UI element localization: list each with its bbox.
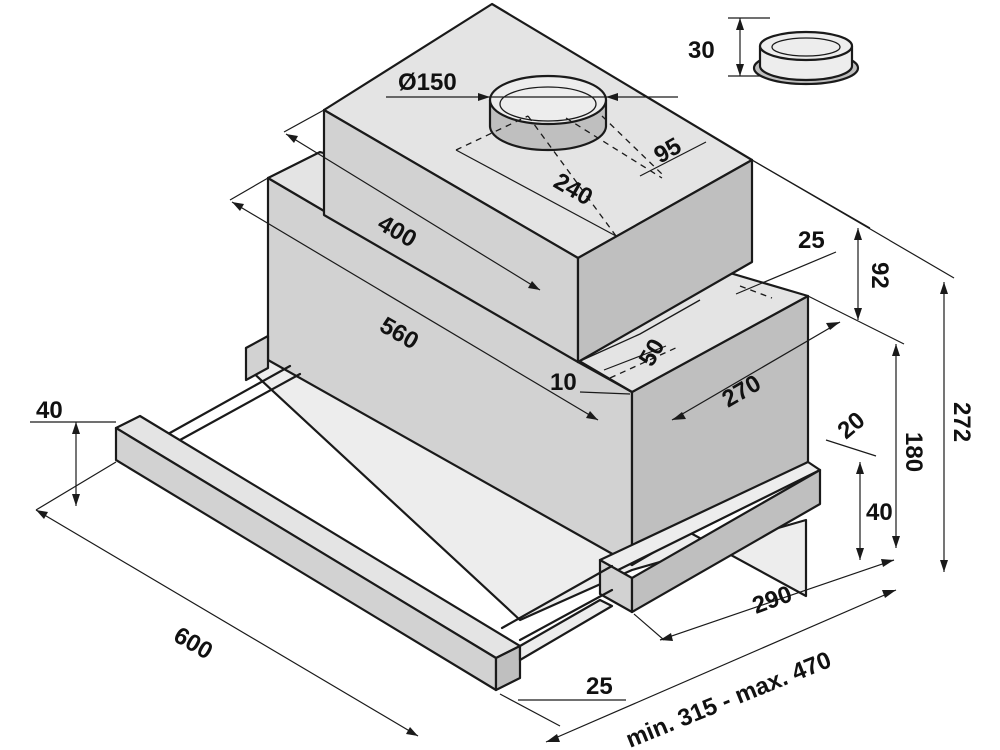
arrowhead: [736, 64, 744, 76]
dimension-lines: [30, 17, 955, 743]
recess-50-line: [603, 345, 667, 371]
hidden-line: [527, 115, 617, 237]
label-rear-rail-height: 40: [866, 499, 893, 526]
rear-rail-side: [630, 468, 822, 614]
body-height-ext: [807, 295, 905, 345]
arrowhead: [940, 560, 948, 572]
rail-edge-left: [166, 364, 292, 436]
label-total-width: 600: [169, 622, 217, 665]
arrowhead: [856, 548, 864, 560]
arrowhead: [672, 412, 686, 420]
depth-290-line: [659, 559, 895, 641]
arrowhead: [826, 322, 840, 330]
total-width-600-line: [35, 509, 419, 737]
arrowhead: [72, 422, 80, 434]
arrowhead: [606, 93, 618, 101]
step-10-line: [579, 391, 631, 395]
step-line: [577, 299, 701, 363]
extension-range-line: [545, 589, 897, 743]
front-panel-end: [494, 644, 522, 692]
front-gap-ext: [499, 693, 561, 727]
arrowhead: [854, 308, 862, 320]
arrowhead: [892, 536, 900, 548]
arrowhead: [232, 202, 244, 211]
recess-270-line: [671, 321, 841, 421]
label-step-offset: 10: [550, 369, 577, 396]
total-width-ext: [35, 461, 117, 511]
arrowhead: [881, 559, 894, 567]
recess-edge: [576, 360, 634, 394]
width-560-line: [231, 201, 599, 421]
arrowhead: [72, 494, 80, 506]
hidden-line: [455, 115, 529, 151]
width-400-ext: [283, 109, 325, 133]
arrowhead: [406, 727, 418, 736]
hidden-line: [601, 115, 665, 177]
rear-step-20-line: [825, 439, 877, 457]
slide-rail-edge-2: [518, 588, 614, 642]
label-front-gap: 25: [586, 673, 613, 700]
label-total-height: 272: [948, 402, 975, 442]
hidden-lines: [455, 115, 773, 379]
arrowhead: [856, 462, 864, 474]
arrowhead: [882, 590, 896, 598]
arrowhead: [854, 228, 862, 240]
arrowhead: [286, 134, 298, 143]
arrowheads: [36, 18, 948, 742]
label-body-height: 180: [900, 432, 927, 472]
label-front-panel-height: 40: [36, 397, 63, 424]
left-rail: [244, 334, 270, 382]
label-rear-gap: 25: [798, 227, 825, 254]
duct-collar: [488, 74, 608, 152]
hidden-line: [565, 117, 663, 179]
spare-collar-inner: [771, 37, 841, 57]
hidden-line: [739, 285, 773, 299]
center-240-line: [455, 149, 617, 237]
slide-rail-edge: [500, 564, 614, 630]
duct-inner: [499, 86, 597, 122]
arrowhead: [546, 734, 560, 742]
arrowhead: [660, 633, 673, 641]
arrowhead: [478, 93, 490, 101]
width-560-ext: [229, 177, 269, 201]
arrowhead: [940, 282, 948, 294]
motor-box-side: [576, 158, 754, 364]
arrowhead: [36, 510, 48, 519]
spare-collar: [752, 30, 860, 86]
rail-edge-left-2: [178, 372, 302, 442]
duct-rim: [488, 74, 608, 126]
hood-body: [114, 2, 822, 692]
arrowhead: [528, 281, 540, 290]
hidden-line: [609, 345, 681, 379]
label-duct-diameter: Ø150: [398, 69, 457, 96]
arrowhead: [586, 411, 598, 420]
label-box-height: 92: [866, 262, 893, 289]
slide-rail: [518, 598, 614, 662]
width-400-line: [285, 133, 541, 291]
depth-290-ext: [633, 613, 665, 641]
arrowhead: [892, 344, 900, 356]
offset-95-line: [639, 141, 707, 177]
label-rear-step-depth: 20: [833, 407, 871, 445]
label-collar-height: 30: [688, 37, 715, 64]
arrowhead: [736, 18, 744, 30]
total-height-ext: [751, 159, 955, 279]
rear-gap-line: [735, 251, 837, 295]
